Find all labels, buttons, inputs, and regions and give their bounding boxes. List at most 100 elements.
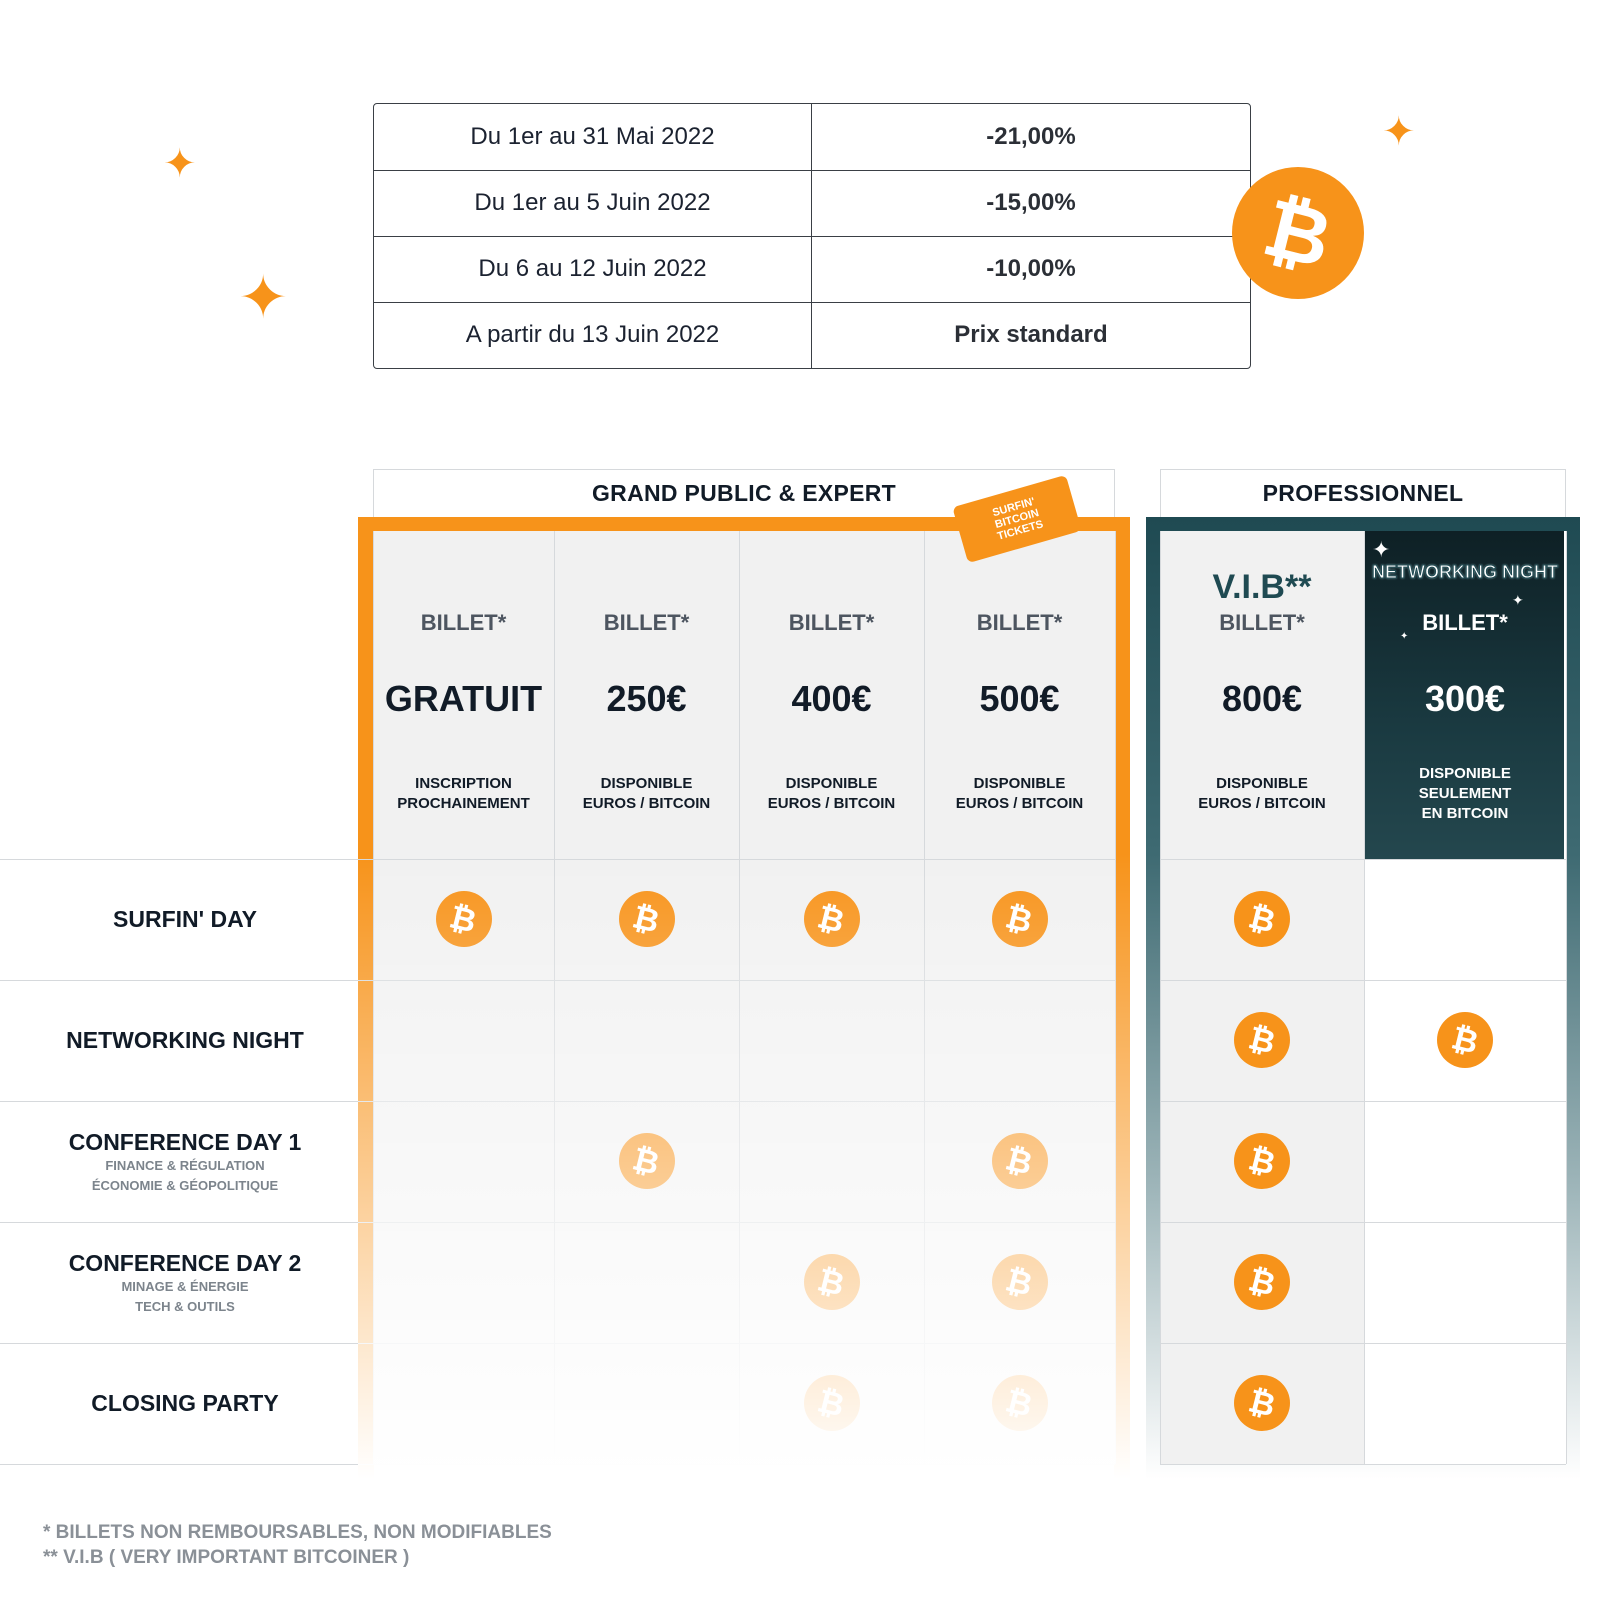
column-divider: [1160, 531, 1161, 1464]
row-label: NETWORKING NIGHT: [0, 1027, 370, 1054]
bitcoin-logo-icon: ₿: [1232, 167, 1364, 299]
bitcoin-icon: ₿: [991, 1133, 1048, 1189]
discount-divider: [374, 236, 1250, 237]
ticket-column: [373, 531, 554, 1464]
ticket-label: BILLET*: [788, 610, 875, 635]
ticket-availability: DISPONIBLE: [1419, 765, 1511, 782]
ticket-label: BILLET*: [976, 610, 1063, 635]
footnote-vib: ** V.I.B ( VERY IMPORTANT BITCOINER ): [43, 1547, 410, 1568]
ticket-title: V.I.B**: [1212, 568, 1312, 606]
column-divider: [924, 531, 925, 1464]
bitcoin-icon: ₿: [1234, 1254, 1290, 1310]
ticket-label: BILLET*: [420, 610, 507, 635]
row-divider: [0, 1464, 1115, 1465]
row-divider: [1160, 1464, 1566, 1465]
row-title: SURFIN' DAY: [113, 906, 257, 932]
ticket-availability: EUROS / BITCOIN: [1198, 795, 1326, 812]
ticket-availability: DISPONIBLE: [1216, 775, 1308, 792]
ticket-label: BILLET*: [1219, 610, 1305, 635]
footnote-non-refundable: * BILLETS NON REMBOURSABLES, NON MODIFIA…: [43, 1522, 552, 1543]
row-title: CLOSING PARTY: [91, 1390, 279, 1416]
row-detail: FINANCE & RÉGULATION: [105, 1158, 265, 1173]
discount-value: -21,00%: [986, 123, 1076, 150]
column-divider: [373, 531, 374, 1464]
discount-value: -10,00%: [986, 255, 1076, 282]
ticket-availability: EUROS / BITCOIN: [767, 795, 896, 812]
bitcoin-icon: ₿: [991, 891, 1048, 947]
row-label: SURFIN' DAY: [0, 906, 370, 933]
ticket-title: NETWORKING NIGHT: [1372, 562, 1559, 583]
bitcoin-icon: ₿: [803, 1254, 860, 1310]
discount-table: Du 1er au 31 Mai 2022 -21,00% Du 1er au 5 …: [373, 103, 1251, 369]
discount-value: Prix standard: [954, 321, 1108, 348]
ticket-availability: EN BITCOIN: [1421, 805, 1509, 822]
sparkle-icon: ✦: [1382, 109, 1416, 155]
column-divider: [1115, 531, 1116, 1464]
group-header-grand-public: GRAND PUBLIC & EXPERT: [373, 469, 1115, 519]
column-divider: [739, 531, 740, 1464]
discount-row: Du 6 au 12 Juin 2022-10,00%: [374, 236, 1250, 302]
ticket-availability: DISPONIBLE: [600, 775, 693, 792]
ticket-availability: INSCRIPTION: [415, 775, 512, 792]
row-detail: MINAGE & ÉNERGIE: [121, 1279, 249, 1294]
ticket-column: [554, 531, 739, 1464]
ticket-availability: DISPONIBLE: [785, 775, 878, 792]
row-title: CONFERENCE DAY 1: [68, 1129, 302, 1155]
column-divider: [1364, 531, 1365, 1464]
discount-divider: [374, 302, 1250, 303]
sparkle-icon: ✦: [1372, 538, 1391, 563]
row-title: NETWORKING NIGHT: [66, 1027, 304, 1053]
row-divider: [0, 980, 1115, 981]
bitcoin-icon: ₿: [991, 1375, 1048, 1431]
bitcoin-icon: ₿: [1234, 1375, 1290, 1431]
bitcoin-icon: ₿: [435, 891, 492, 947]
bitcoin-icon: ₿: [618, 891, 675, 947]
row-title: CONFERENCE DAY 2: [68, 1250, 302, 1276]
bitcoin-icon: ₿: [1234, 1012, 1290, 1068]
row-divider: [0, 859, 1115, 860]
row-divider: [0, 1343, 1115, 1344]
ticket-column: [739, 531, 924, 1464]
ticket-availability: EUROS / BITCOIN: [582, 795, 711, 812]
sparkle-icon: ✦: [238, 263, 289, 333]
discount-period: Du 1er au 31 Mai 2022: [374, 104, 812, 170]
ticket-availability: DISPONIBLE: [973, 775, 1066, 792]
row-detail: TECH & OUTILS: [135, 1299, 235, 1314]
ticket-price: 800€: [1221, 678, 1303, 719]
ticket-column: [1160, 531, 1364, 1464]
row-label: CLOSING PARTY: [0, 1390, 370, 1417]
column-divider: [554, 531, 555, 1464]
ticket-price: 500€: [979, 678, 1060, 719]
bitcoin-icon: ₿: [803, 891, 860, 947]
ticket-price: 400€: [791, 678, 872, 719]
row-divider: [1160, 1222, 1566, 1223]
ticket-price: 300€: [1424, 678, 1506, 719]
group-header-professionnel: PROFESSIONNEL: [1160, 469, 1566, 519]
ticket-label: BILLET*: [603, 610, 690, 635]
ticket-price: 250€: [606, 678, 687, 719]
discount-period: Du 1er au 5 Juin 2022: [374, 170, 812, 236]
row-divider: [1160, 1101, 1566, 1102]
column-divider: [1566, 531, 1567, 1464]
ticket-availability: EUROS / BITCOIN: [955, 795, 1084, 812]
sparkle-icon: ✦: [1400, 631, 1409, 642]
discount-value: -15,00%: [986, 189, 1076, 216]
ticket-column: [924, 531, 1115, 1464]
bitcoin-icon: ₿: [1234, 1133, 1290, 1189]
discount-row: Du 1er au 5 Juin 2022 -15,00%: [374, 170, 1250, 236]
networking-night-header-bg: [1364, 531, 1564, 859]
bitcoin-icon: ₿: [1437, 1012, 1493, 1068]
row-divider: [1160, 859, 1566, 860]
discount-row: Du 1er au 31 Mai 2022 -21,00%: [374, 104, 1250, 170]
row-divider: [1160, 1343, 1566, 1344]
ticket-availability: SEULEMENT: [1418, 785, 1512, 802]
bitcoin-icon: ₿: [618, 1133, 675, 1189]
bitcoin-icon: ₿: [1234, 891, 1290, 947]
row-detail: ÉCONOMIE & GÉOPOLITIQUE: [91, 1178, 279, 1193]
ticket-availability: PROCHAINEMENT: [397, 795, 530, 812]
discount-divider: [374, 170, 1250, 171]
sparkle-icon: ✦: [163, 141, 197, 187]
row-label: CONFERENCE DAY 2 MINAGE & ÉNERGIE TECH & O…: [0, 1250, 370, 1317]
row-divider: [1160, 980, 1566, 981]
sparkle-icon: ✦: [1512, 593, 1524, 609]
